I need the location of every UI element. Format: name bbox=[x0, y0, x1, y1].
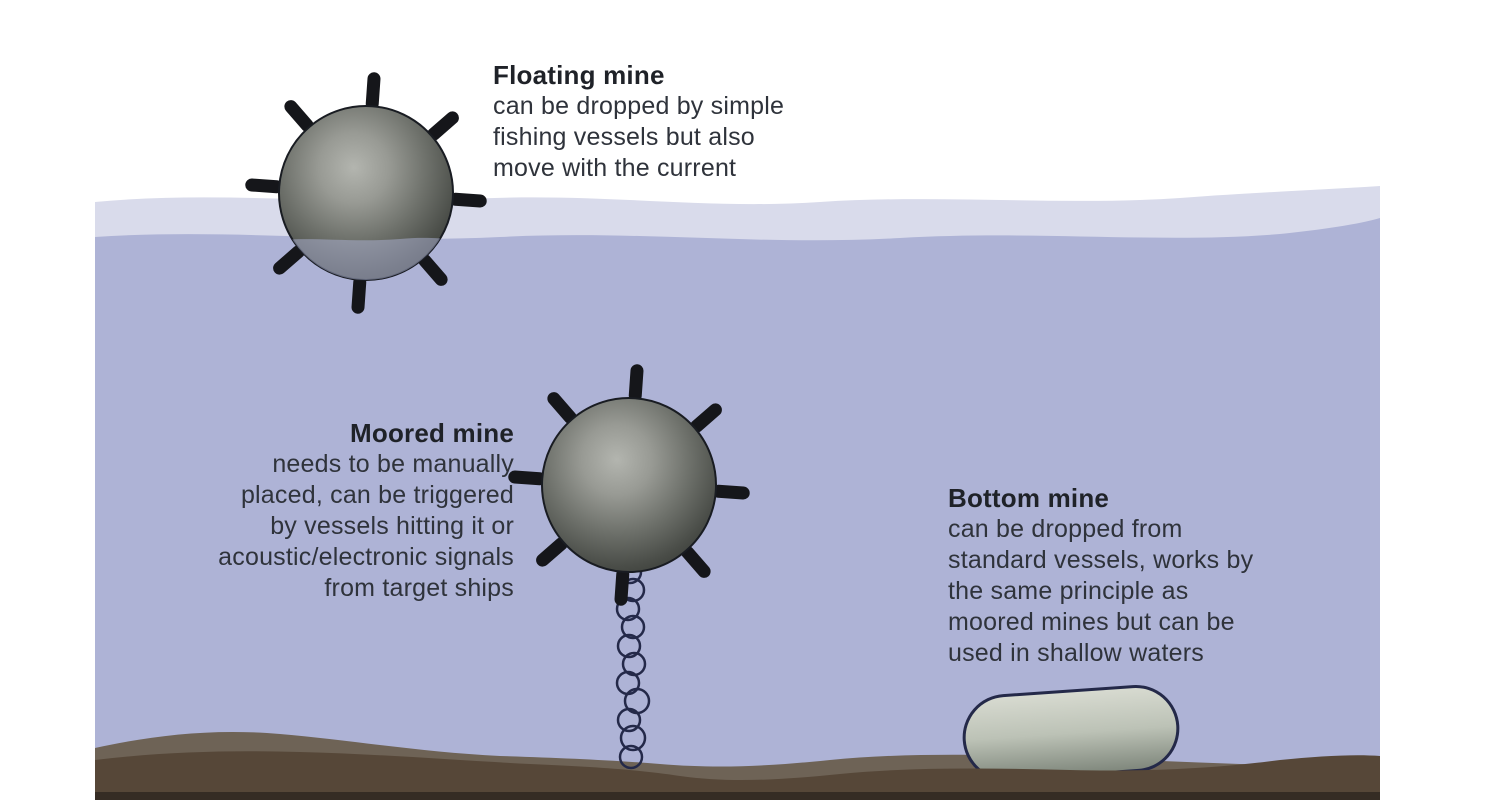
seabed bbox=[95, 751, 1380, 800]
bottom-mine-line: standard vessels, works by bbox=[948, 546, 1254, 574]
floating-mine-waterline-overlay bbox=[279, 237, 453, 280]
moored-mine-line: from target ships bbox=[324, 574, 514, 602]
seabed-dark-strip bbox=[95, 792, 1380, 800]
floating-mine-spikes bbox=[245, 72, 487, 314]
moored-mine-title: Moored mine bbox=[350, 418, 514, 448]
bottom-mine-label: Bottom mine can be dropped from standard… bbox=[948, 483, 1338, 669]
bottom-mine-line: moored mines but can be bbox=[948, 608, 1235, 636]
bottom-mine-line: used in shallow waters bbox=[948, 639, 1204, 667]
bottom-mine-line: can be dropped from bbox=[948, 515, 1183, 543]
bottom-mine-line: the same principle as bbox=[948, 577, 1189, 605]
moored-mine-line: by vessels hitting it or bbox=[270, 512, 514, 540]
moored-mine-line: acoustic/electronic signals bbox=[218, 543, 514, 571]
moored-mine-line: placed, can be triggered bbox=[240, 481, 514, 509]
floating-mine-line: move with the current bbox=[493, 154, 737, 182]
bottom-mine-capsule bbox=[962, 684, 1180, 782]
floating-mine-line: fishing vessels but also bbox=[493, 123, 755, 151]
floating-mine-line: can be dropped by simple bbox=[493, 92, 785, 120]
floating-mine-label: Floating mine can be dropped by simple f… bbox=[493, 60, 863, 184]
moored-mine-body bbox=[541, 397, 717, 573]
water-body bbox=[95, 218, 1380, 800]
moored-mine-spikes bbox=[508, 364, 750, 606]
bottom-mine-title: Bottom mine bbox=[948, 483, 1110, 513]
bottom-mine-illustration bbox=[962, 684, 1180, 782]
floating-mine-title: Floating mine bbox=[493, 60, 665, 90]
floating-mine-body bbox=[278, 105, 454, 281]
moored-mine-line: needs to be manually bbox=[272, 450, 514, 478]
moored-mine-label: Moored mine needs to be manually placed,… bbox=[138, 418, 514, 604]
floating-mine-illustration bbox=[245, 72, 487, 314]
moored-mine-illustration bbox=[508, 364, 750, 606]
